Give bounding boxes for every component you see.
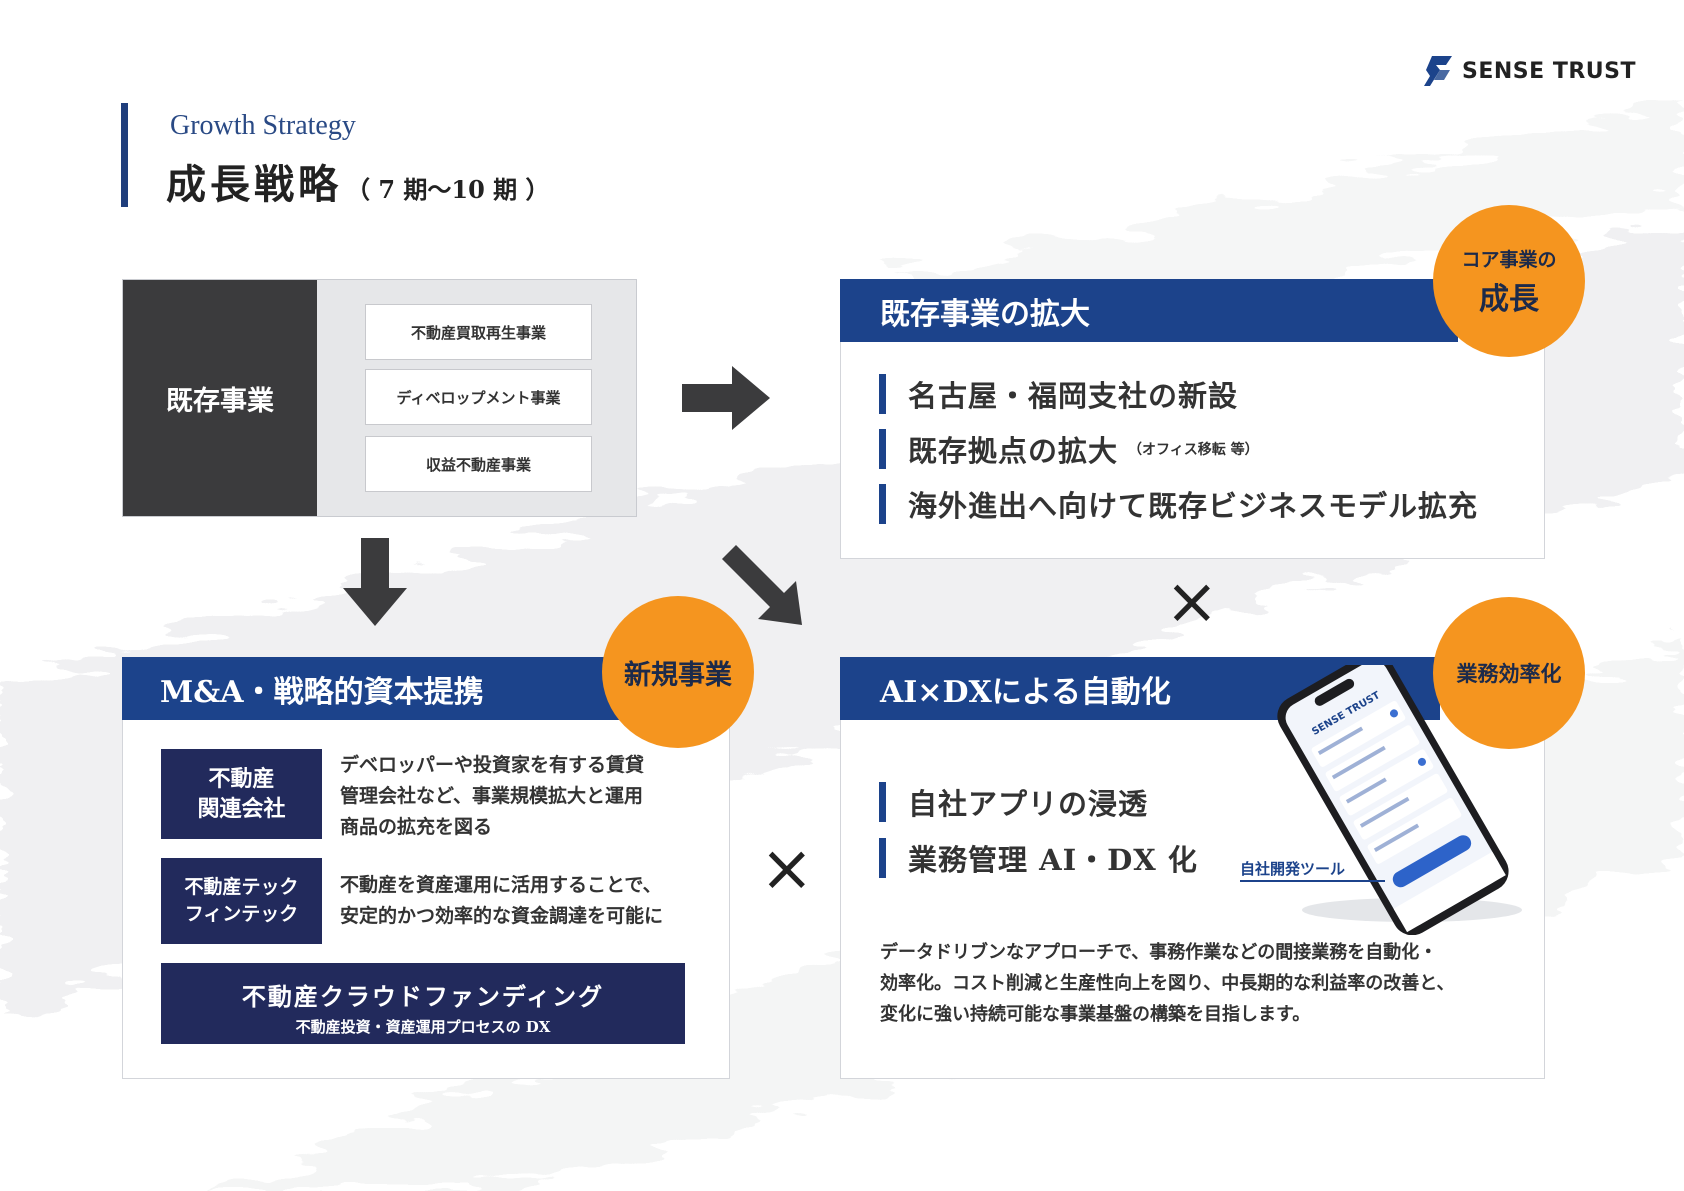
bullet-text: 自社アプリの浸透 bbox=[908, 787, 1149, 821]
expansion-title: 既存事業の拡大 bbox=[840, 279, 1458, 342]
crowdfunding-banner: 不動産クラウドファンディング 不動産投資・資産運用プロセスの DX bbox=[161, 963, 685, 1044]
tag-line: 不動産テック bbox=[184, 876, 299, 898]
ai-dx-description: データドリブンなアプローチで、事務作業などの間接業務を自動化・ 効率化。コスト削… bbox=[880, 937, 1455, 1030]
real-estate-affiliate-tag: 不動産 関連会社 bbox=[161, 749, 322, 839]
ma-title: M&A・戦略的資本提携 bbox=[122, 657, 632, 720]
paragraph-line: 変化に強い持続可能な事業基盤の構築を目指します。 bbox=[880, 1004, 1311, 1025]
crowdfunding-title: 不動産クラウドファンディング bbox=[241, 982, 605, 1011]
sense-trust-s-icon bbox=[1424, 56, 1452, 86]
existing-business-box: 既存事業 不動産買取再生事業 ディベロップメント事業 収益不動産事業 bbox=[122, 279, 637, 517]
bullet-text: 名古屋・福岡支社の新設 bbox=[908, 379, 1239, 413]
in-house-tool-label: 自社開発ツール bbox=[1240, 860, 1346, 878]
ai-bullet: 業務管理 AI・DX 化 bbox=[879, 837, 1198, 879]
brand-logo: SENSE TRUST bbox=[1422, 54, 1636, 88]
bullet-marker bbox=[879, 838, 886, 878]
badge-small-text: コア事業の bbox=[1461, 248, 1557, 271]
expansion-bullet: 既存拠点の拡大 （オフィス移転 等） bbox=[879, 428, 1259, 470]
desc-line: 管理会社など、事業規模拡大と運用 bbox=[340, 785, 644, 807]
core-growth-badge: コア事業の 成長 bbox=[1433, 205, 1585, 357]
paragraph-line: 効率化。コスト削減と生産性向上を図り、中長期的な利益率の改善と、 bbox=[880, 973, 1455, 994]
title-accent-bar bbox=[121, 103, 128, 207]
existing-business-label: 既存事業 bbox=[123, 280, 317, 516]
desc-line: 安定的かつ効率的な資金調達を可能に bbox=[340, 905, 664, 927]
existing-item: ディベロップメント事業 bbox=[365, 369, 592, 425]
bullet-text: 業務管理 AI・DX 化 bbox=[908, 843, 1198, 877]
bullet-text: 海外進出へ向けて既存ビジネスモデル拡充 bbox=[908, 489, 1479, 523]
desc-line: 商品の拡充を図る bbox=[340, 816, 493, 838]
desc-line: 不動産を資産運用に活用することで、 bbox=[340, 874, 662, 896]
bullet-marker bbox=[879, 374, 886, 414]
desc-line: デベロッパーや投資家を有する賃貸 bbox=[340, 754, 645, 776]
bullet-note: （オフィス移転 等） bbox=[1128, 442, 1259, 458]
page-title: 成長戦略（ 7 期〜10 期 ） bbox=[166, 152, 550, 210]
affiliate-description: デベロッパーや投資家を有する賃貸 管理会社など、事業規模拡大と運用 商品の拡充を… bbox=[340, 750, 644, 843]
multiply-icon: × bbox=[1165, 565, 1219, 639]
bullet-text: 既存拠点の拡大 bbox=[908, 434, 1119, 468]
tag-line: フィンテック bbox=[184, 903, 299, 925]
bullet-marker bbox=[879, 782, 886, 822]
tool-label-underline bbox=[1240, 880, 1385, 882]
existing-item: 収益不動産事業 bbox=[365, 436, 592, 492]
arrow-down-right-icon bbox=[722, 545, 802, 625]
expansion-bullet: 名古屋・福岡支社の新設 bbox=[879, 373, 1238, 415]
brand-name: SENSE TRUST bbox=[1462, 58, 1636, 84]
efficiency-badge: 業務効率化 bbox=[1433, 597, 1585, 749]
crowdfunding-subtitle: 不動産投資・資産運用プロセスの DX bbox=[295, 1018, 551, 1036]
bullet-marker bbox=[879, 484, 886, 524]
ai-bullet: 自社アプリの浸透 bbox=[879, 781, 1148, 823]
smartphone-app-illustration: SENSE TRUST bbox=[1277, 665, 1522, 935]
page-title-text: 成長戦略 bbox=[166, 161, 342, 208]
arrow-down-icon bbox=[343, 538, 407, 626]
arrow-right-icon bbox=[682, 366, 770, 430]
existing-item: 不動産買取再生事業 bbox=[365, 304, 592, 360]
bullet-marker bbox=[879, 429, 886, 469]
badge-large-text: 成長 bbox=[1479, 281, 1539, 317]
tag-line: 不動産 bbox=[208, 766, 275, 792]
multiply-icon: × bbox=[760, 832, 814, 906]
page-subtitle: Growth Strategy bbox=[170, 110, 356, 141]
proptech-description: 不動産を資産運用に活用することで、 安定的かつ効率的な資金調達を可能に bbox=[340, 870, 663, 932]
tag-line: 関連会社 bbox=[197, 796, 286, 822]
proptech-fintech-tag: 不動産テック フィンテック bbox=[161, 858, 322, 944]
page-title-period: （ 7 期〜10 期 ） bbox=[346, 175, 550, 204]
expansion-bullet: 海外進出へ向けて既存ビジネスモデル拡充 bbox=[879, 483, 1478, 525]
paragraph-line: データドリブンなアプローチで、事務作業などの間接業務を自動化・ bbox=[880, 942, 1438, 963]
new-business-badge: 新規事業 bbox=[602, 596, 754, 748]
